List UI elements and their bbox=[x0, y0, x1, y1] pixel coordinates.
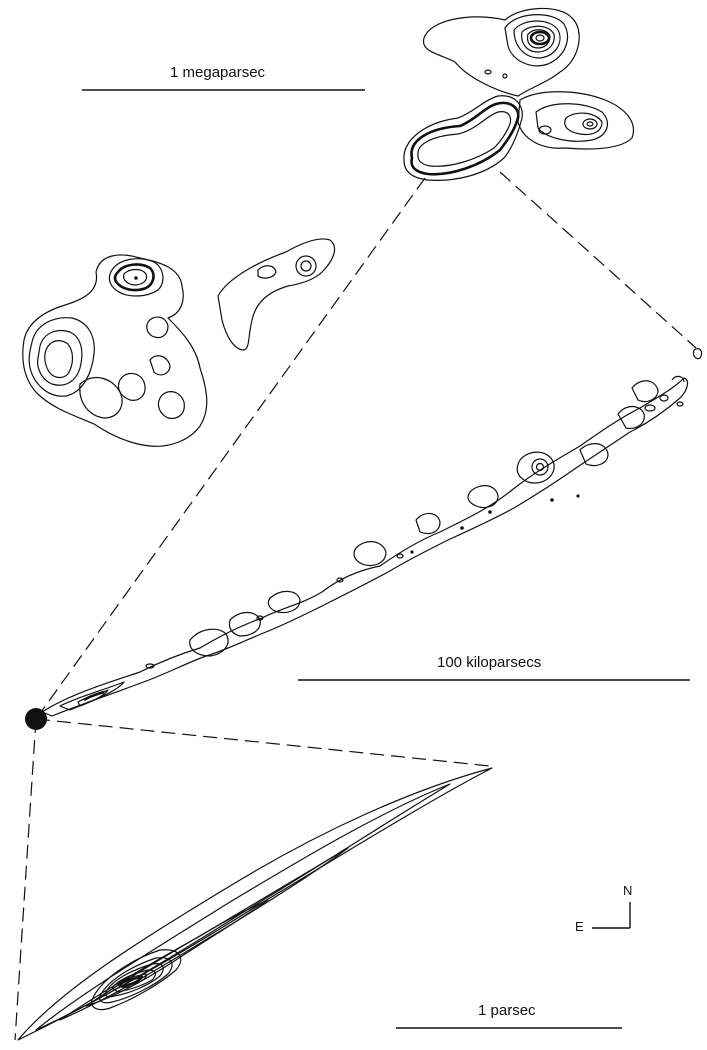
compass-east-label: E bbox=[575, 919, 584, 934]
megaparsec-scale-label: 1 megaparsec bbox=[170, 64, 265, 81]
megaparsec-map bbox=[23, 8, 634, 446]
west-lobe-contours bbox=[23, 239, 335, 446]
northeast-lobe-contours bbox=[404, 8, 634, 180]
kiloparsecs-scale-label: 100 kiloparsecs bbox=[437, 654, 541, 671]
compass-arrows bbox=[592, 902, 630, 928]
parsec-scale-label: 1 parsec bbox=[478, 1002, 536, 1019]
kiloparsec-jet-contours bbox=[42, 349, 702, 716]
parsec-jet-contours bbox=[18, 768, 622, 1040]
zoom-connector-lines bbox=[15, 172, 696, 1040]
core-source-dot bbox=[25, 708, 47, 730]
compass-north-label: N bbox=[623, 883, 632, 898]
